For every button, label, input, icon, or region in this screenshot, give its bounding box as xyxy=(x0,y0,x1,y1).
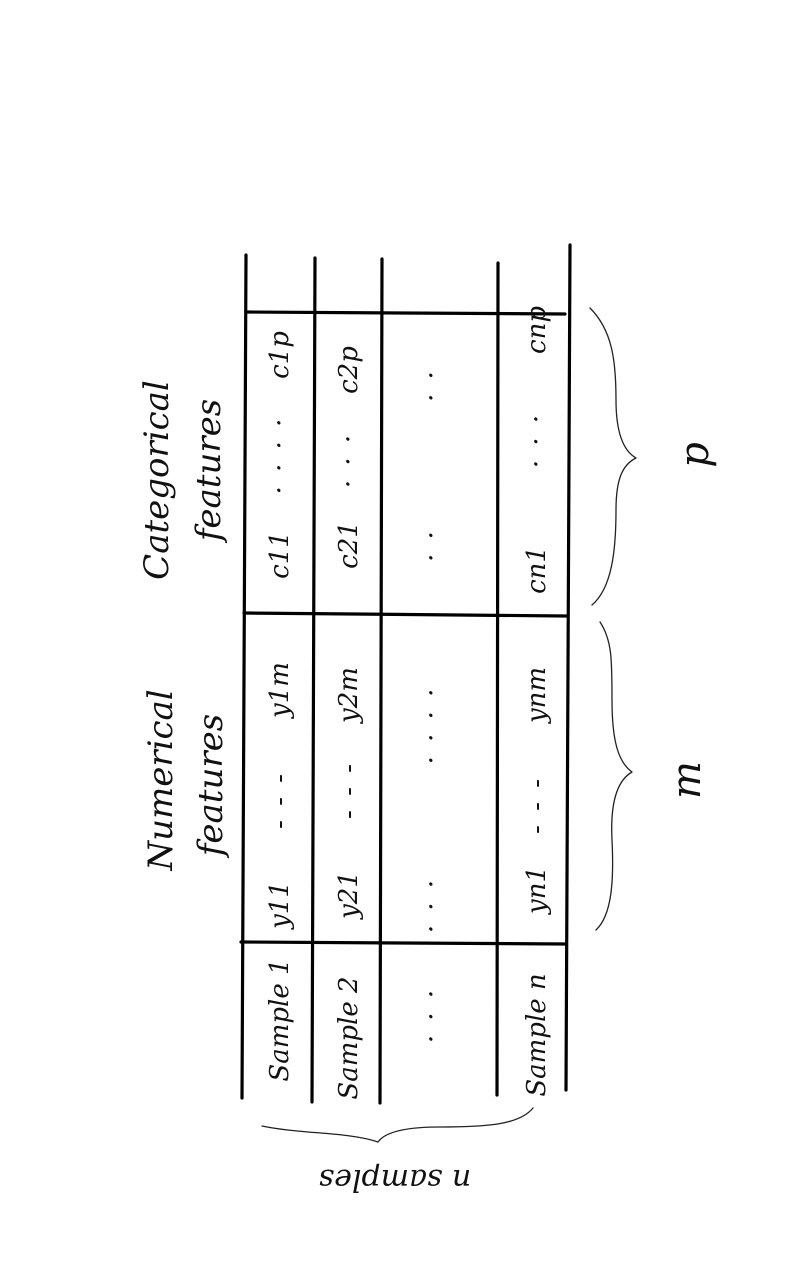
row-1-c-last: c1p xyxy=(265,331,295,379)
grid-line-5 xyxy=(564,243,572,1092)
row-n-y-dots: - - - xyxy=(522,776,552,834)
numerical-header-line-2: features xyxy=(191,714,231,859)
row-n-c-last: cnp xyxy=(522,306,552,354)
row-n-c-dots: · · · xyxy=(522,412,552,468)
categorical-brace-path xyxy=(589,307,637,606)
table-cells: Sample 1 y11 - - - y1m c11 · · · · c1p S… xyxy=(265,306,552,1100)
row-ellipsis-c-last: · · xyxy=(417,368,447,402)
row-ellipsis-y-last: · · · · xyxy=(417,686,447,765)
divider-samples xyxy=(239,940,567,946)
numerical-count-label: m xyxy=(664,761,710,799)
samples-brace: n samples xyxy=(261,1107,534,1197)
grid-line-4 xyxy=(495,261,500,1097)
numerical-brace: m xyxy=(595,621,710,931)
samples-label: n samples xyxy=(319,1162,472,1197)
samples-brace-path xyxy=(261,1107,534,1143)
row-n-y-first: yn1 xyxy=(522,866,552,915)
numerical-header-line-1: Numerical xyxy=(141,689,181,871)
row-1-y-first: y11 xyxy=(265,881,295,930)
row-2-y-dots: - - - xyxy=(334,761,364,819)
row-1-y-last: y1m xyxy=(265,662,295,719)
categorical-header-line-2: features xyxy=(189,399,229,544)
row-2-sample: Sample 2 xyxy=(334,976,364,1099)
row-2-y-first: y21 xyxy=(334,871,364,920)
categorical-count-label: p xyxy=(672,442,718,468)
divider-between-feature-groups xyxy=(242,611,568,618)
row-1-c-first: c11 xyxy=(265,531,295,579)
row-n-sample: Sample n xyxy=(522,973,552,1096)
grid-line-1 xyxy=(240,253,248,1100)
grid-line-3 xyxy=(378,257,384,1105)
row-1-c-dots: · · · · xyxy=(265,416,295,495)
table-grid xyxy=(239,243,572,1105)
numerical-brace-path xyxy=(595,621,633,931)
row-2-c-first: c21 xyxy=(334,521,364,569)
row-n-y-last: ynm xyxy=(522,667,552,724)
categorical-brace: p xyxy=(589,307,718,606)
row-2-y-last: y2m xyxy=(334,667,364,724)
categorical-header-line-1: Categorical xyxy=(137,380,177,580)
row-ellipsis-c-first: · · xyxy=(417,528,447,562)
row-ellipsis-y-first: · · · xyxy=(417,877,447,933)
row-2-c-dots: · · · xyxy=(334,432,364,488)
row-n-c-first: cn1 xyxy=(522,546,552,594)
row-1-sample: Sample 1 xyxy=(265,958,295,1081)
column-headers: Numerical features Categorical features xyxy=(137,380,231,871)
divider-categorical-top xyxy=(244,310,567,316)
grid-line-2 xyxy=(310,256,317,1104)
row-ellipsis-sample: · · · xyxy=(417,987,447,1043)
row-1-y-dots: - - - xyxy=(265,771,295,829)
row-2-c-last: c2p xyxy=(334,346,364,394)
